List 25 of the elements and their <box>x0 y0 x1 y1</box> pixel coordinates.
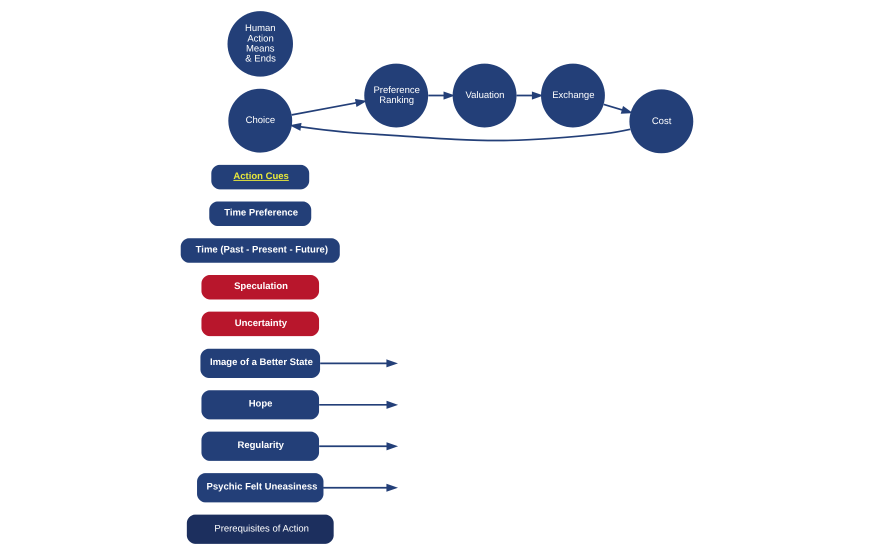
node-box: Speculation <box>201 274 320 300</box>
arrow <box>319 442 398 450</box>
node-box: Psychic Felt Uneasiness <box>197 473 324 502</box>
node-box: Time Preference <box>209 202 312 226</box>
node-box: Action Cues <box>211 164 310 190</box>
node-box: Prerequisites of Action <box>186 514 334 544</box>
arrow <box>516 91 544 100</box>
node-circle: Human Action Means & Ends <box>228 11 293 77</box>
arrow <box>324 484 398 492</box>
node-circle: Preference Ranking <box>364 64 428 128</box>
node-box: Uncertainty <box>201 312 320 336</box>
arrow <box>428 91 456 100</box>
node-box: Image of a Better State <box>200 348 320 378</box>
arrow <box>292 98 368 116</box>
arrow <box>604 104 633 114</box>
node-circle: Exchange <box>541 64 605 128</box>
arrow <box>319 400 398 409</box>
node-circle: Cost <box>629 89 694 154</box>
node-box: Hope <box>201 390 320 420</box>
arrow <box>290 122 630 142</box>
node-circle: Valuation <box>452 64 517 128</box>
node-box: Time (Past - Present - Future) <box>180 238 340 263</box>
arrow <box>320 359 398 368</box>
node-circle: Choice <box>228 88 292 153</box>
node-box: Regularity <box>201 432 320 461</box>
